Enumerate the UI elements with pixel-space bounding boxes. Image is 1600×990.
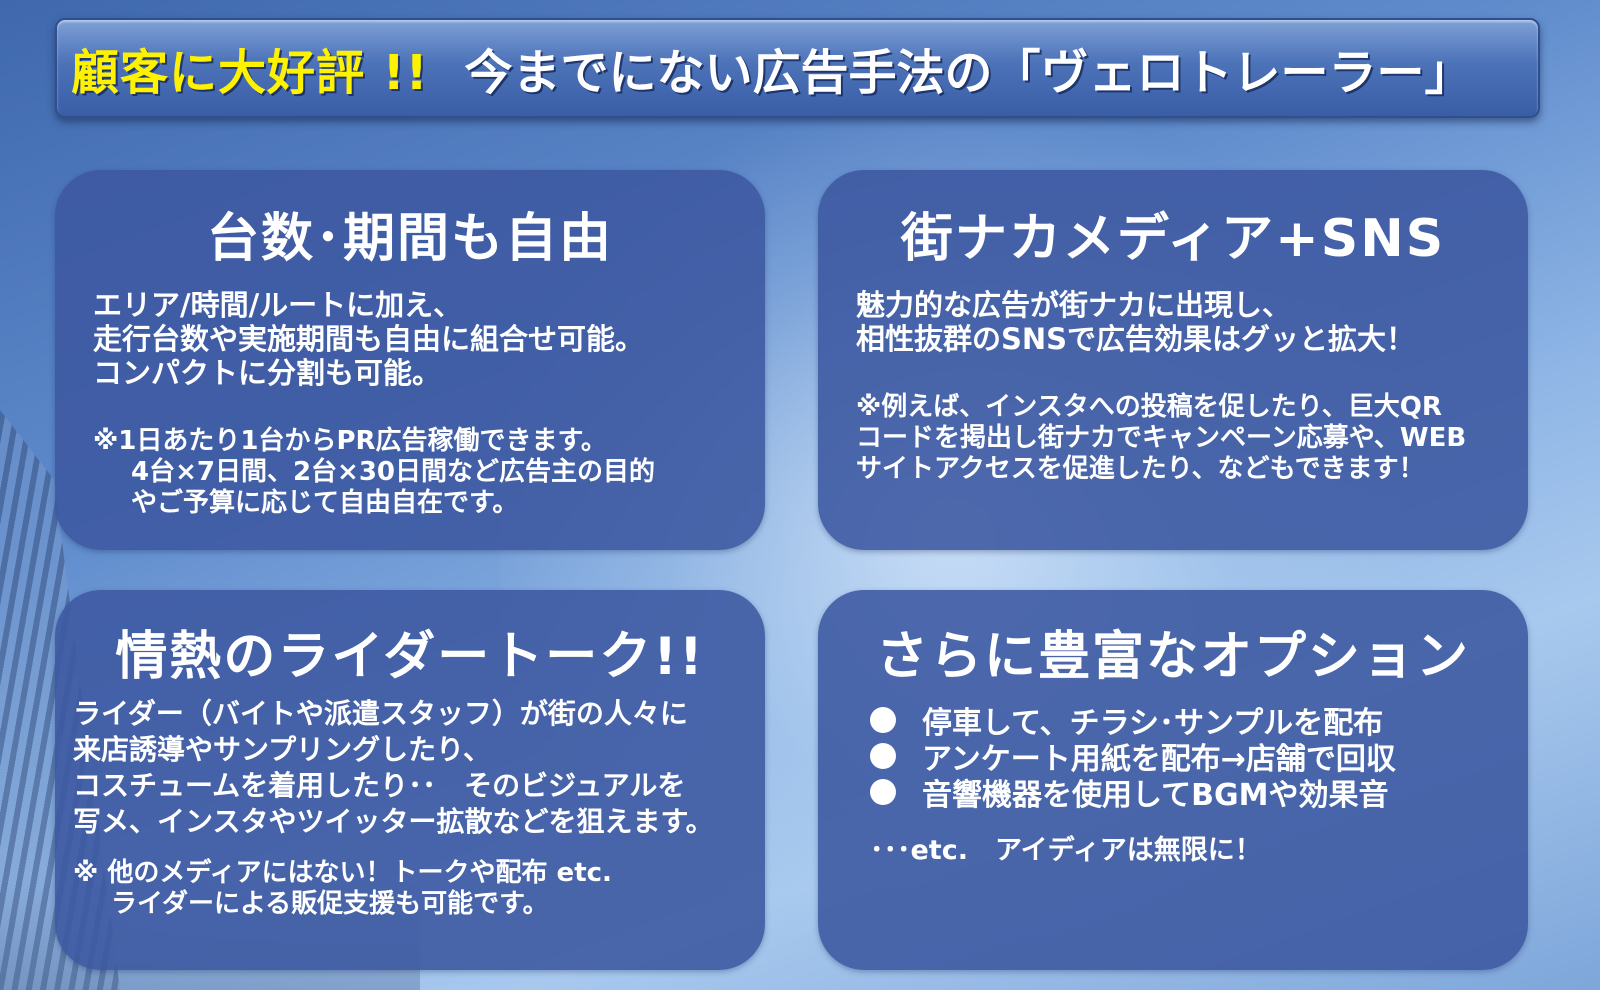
panel-body: ライダー（バイトや派遣スタッフ）が街の人々に 来店誘導やサンプリングしたり、 コ…	[73, 696, 714, 840]
body-line: エリア/時間/ルートに加え、	[93, 288, 463, 322]
options-footer: ･･･etc. アイディアは無限に！	[870, 835, 1262, 866]
bullet-icon	[870, 743, 896, 769]
body-line: コスチュームを着用したり･･ そのビジュアルを	[73, 769, 686, 802]
header-banner: 顧客に大好評 !! 今までにない広告手法の「ヴェロトレーラー」	[55, 18, 1540, 118]
note-line: やご予算に応じて自由自在です。	[131, 488, 519, 518]
body-line: コンパクトに分割も可能。	[93, 356, 442, 390]
options-list: 停車して、チラシ･サンプルを配布 アンケート用紙を配布→店舗で回収 音響機器を使…	[870, 702, 1396, 813]
note-line: 4台×7日間、2台×30日間など広告主の目的	[131, 457, 656, 487]
body-line: ライダー（バイトや派遣スタッフ）が街の人々に	[73, 697, 688, 730]
note-line: ※例えば、インスタへの投稿を促したり、巨大QR	[856, 392, 1442, 422]
body-line: 相性抜群のSNSで広告効果はグッと拡大！	[856, 322, 1416, 356]
note-line: サイトアクセスを促進したり、などもできます！	[856, 454, 1425, 484]
list-item-label: 音響機器を使用してBGMや効果音	[922, 778, 1389, 813]
list-item: アンケート用紙を配布→店舗で回収	[870, 738, 1396, 777]
panel-title: 街ナカメディア+SNS	[900, 209, 1446, 269]
list-item-label: アンケート用紙を配布→店舗で回収	[922, 742, 1396, 777]
body-line: 写メ、インスタやツイッター拡散などを狙えます。	[73, 805, 714, 838]
note-line: ※ 他のメディアにはない！トークや配布 etc.	[73, 858, 612, 888]
panel-title: 台数･期間も自由	[206, 209, 613, 269]
panel-title: 情熱のライダートーク!!	[115, 627, 705, 687]
body-line: 来店誘導やサンプリングしたり、	[73, 733, 492, 766]
list-item: 音響機器を使用してBGMや効果音	[870, 774, 1396, 813]
panel-title: さらに豊富なオプション	[875, 627, 1470, 687]
panel-note: ※1日あたり1台からPR広告稼働できます。 4台×7日間、2台×30日間など広告…	[93, 426, 655, 519]
bullet-icon	[870, 707, 896, 733]
list-item-label: 停車して、チラシ･サンプルを配布	[922, 706, 1384, 741]
body-line: 魅力的な広告が街ナカに出現し、	[856, 288, 1292, 322]
header-highlight: 顧客に大好評 !!	[71, 45, 429, 101]
panel-note: ※ 他のメディアにはない！トークや配布 etc. ライダーによる販促支援も可能で…	[73, 858, 612, 920]
panel-body: エリア/時間/ルートに加え、 走行台数や実施期間も自由に組合せ可能。 コンパクト…	[93, 288, 644, 390]
bullet-icon	[870, 779, 896, 805]
list-item: 停車して、チラシ･サンプルを配布	[870, 702, 1396, 741]
panel-options: さらに豊富なオプション 停車して、チラシ･サンプルを配布 アンケート用紙を配布→…	[818, 590, 1528, 970]
panel-rider-talk: 情熱のライダートーク!! ライダー（バイトや派遣スタッフ）が街の人々に 来店誘導…	[55, 590, 765, 970]
body-line: 走行台数や実施期間も自由に組合せ可能。	[93, 322, 645, 356]
panel-media-sns: 街ナカメディア+SNS 魅力的な広告が街ナカに出現し、 相性抜群のSNSで広告効…	[818, 170, 1528, 550]
note-line: コードを掲出し街ナカでキャンペーン応募や、WEB	[856, 423, 1467, 453]
note-line: ※1日あたり1台からPR広告稼働できます。	[93, 426, 607, 456]
note-line: ライダーによる販促支援も可能です。	[111, 889, 549, 919]
panel-body: 魅力的な広告が街ナカに出現し、 相性抜群のSNSで広告効果はグッと拡大！	[856, 288, 1415, 356]
panel-flexible-period: 台数･期間も自由 エリア/時間/ルートに加え、 走行台数や実施期間も自由に組合せ…	[55, 170, 765, 550]
header-title: 今までにない広告手法の「ヴェロトレーラー」	[464, 45, 1473, 101]
panel-note: ※例えば、インスタへの投稿を促したり、巨大QR コードを掲出し街ナカでキャンペー…	[856, 392, 1466, 485]
